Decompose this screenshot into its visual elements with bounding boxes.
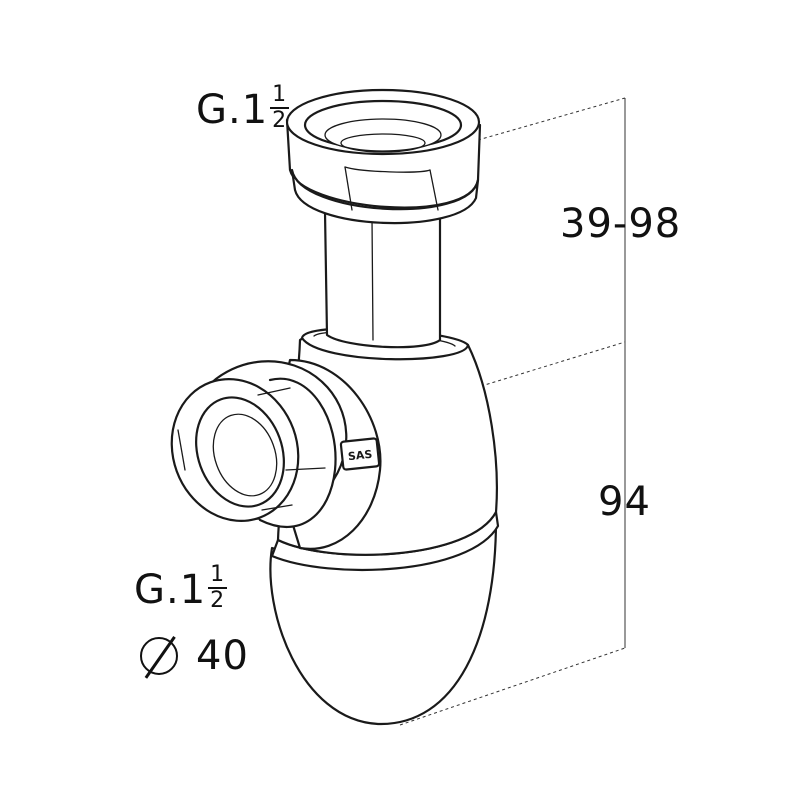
top-thread-numerator: 1 — [270, 82, 290, 109]
outlet-thread-numerator: 1 — [208, 562, 228, 589]
brand-badge: SAS — [339, 437, 381, 471]
outlet-thread-prefix: G.1 — [134, 567, 207, 613]
body-height-label: 94 — [598, 479, 651, 525]
diameter-icon — [140, 637, 178, 675]
outlet-diameter-value: 40 — [196, 633, 249, 679]
height-adjust-label: 39-98 — [560, 201, 682, 247]
top-extension-line — [477, 97, 626, 141]
trap-bowl — [269, 510, 500, 726]
outlet-thread-denominator: 2 — [210, 588, 226, 613]
top-nut — [285, 88, 482, 225]
vertical-tube — [323, 208, 442, 349]
outlet-diameter-label: 40 — [140, 636, 249, 677]
outlet-nut — [170, 358, 382, 550]
top-thread-denominator: 2 — [272, 108, 288, 133]
brand-logo-text: SAS — [347, 448, 373, 463]
bottom-extension-line — [399, 647, 626, 726]
top-thread-prefix: G.1 — [196, 87, 269, 133]
